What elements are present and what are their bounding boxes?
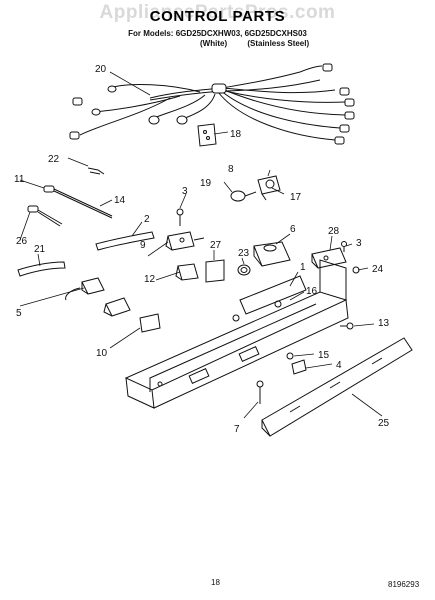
callout-27: 27 bbox=[210, 240, 222, 251]
part-temperature-control bbox=[253, 241, 291, 267]
callout-20: 20 bbox=[95, 64, 107, 75]
callout-11: 11 bbox=[14, 174, 25, 185]
page-number: 18 bbox=[211, 578, 220, 587]
callout-8: 8 bbox=[228, 164, 234, 175]
callout-4: 4 bbox=[336, 360, 342, 371]
part-screw-13 bbox=[340, 322, 354, 330]
leader-lines bbox=[19, 71, 383, 419]
callout-3-right: 3 bbox=[356, 238, 362, 249]
callout-24: 24 bbox=[372, 264, 384, 275]
callout-23: 23 bbox=[238, 248, 250, 259]
part-door-switch bbox=[65, 277, 105, 301]
model-variants: (White) (Stainless Steel) bbox=[200, 39, 309, 48]
callout-10: 10 bbox=[96, 348, 108, 359]
callout-16: 16 bbox=[306, 286, 318, 297]
callout-2: 2 bbox=[144, 214, 150, 225]
callout-18: 18 bbox=[230, 129, 242, 140]
document-number: 8196293 bbox=[388, 580, 420, 589]
callout-17: 17 bbox=[290, 192, 302, 203]
part-front-panel bbox=[261, 337, 413, 437]
part-switch-12 bbox=[175, 263, 199, 281]
variant-white: (White) bbox=[200, 39, 228, 48]
models-line: For Models: 6GD25DCXHW03, 6GD25DCXHS03 bbox=[128, 29, 307, 38]
callout-19: 19 bbox=[200, 178, 212, 189]
part-small-15-4 bbox=[286, 352, 307, 375]
page-title: CONTROL PARTS bbox=[149, 8, 286, 25]
callout-14: 14 bbox=[114, 195, 126, 206]
callout-13: 13 bbox=[378, 318, 390, 329]
part-control-switch bbox=[165, 231, 205, 251]
part-right-bracket bbox=[311, 241, 360, 274]
callout-7: 7 bbox=[234, 424, 240, 435]
part-switch-plate bbox=[197, 123, 217, 147]
callout-6: 6 bbox=[290, 224, 296, 235]
callout-labels: 20 18 22 8 19 17 11 3 14 2 6 28 3 26 9 2… bbox=[14, 64, 390, 435]
callout-26: 26 bbox=[16, 236, 28, 247]
callout-3-top: 3 bbox=[182, 186, 188, 197]
variant-stainless: (Stainless Steel) bbox=[247, 39, 310, 48]
part-gasket-strip bbox=[95, 231, 155, 251]
callout-9: 9 bbox=[140, 240, 146, 251]
part-knob bbox=[237, 264, 251, 276]
part-control-housing bbox=[124, 259, 349, 409]
callout-12: 12 bbox=[144, 274, 156, 285]
callout-21: 21 bbox=[34, 244, 46, 255]
part-screw-top bbox=[176, 208, 184, 226]
part-screw-7 bbox=[256, 380, 264, 404]
callout-5: 5 bbox=[16, 308, 22, 319]
part-bracket-10 bbox=[103, 297, 161, 333]
callout-28: 28 bbox=[328, 226, 340, 237]
part-inner-assembly bbox=[239, 275, 307, 315]
part-wire-clip bbox=[87, 167, 105, 175]
callout-25: 25 bbox=[378, 418, 390, 429]
callout-22: 22 bbox=[48, 154, 60, 165]
part-label-card bbox=[205, 259, 225, 283]
part-tube bbox=[17, 261, 66, 277]
callout-1: 1 bbox=[300, 262, 306, 273]
watermark: AppliancePartsPros.com bbox=[99, 2, 336, 23]
part-thermistor-probes bbox=[27, 185, 113, 227]
callout-15: 15 bbox=[318, 350, 330, 361]
part-wire-harness bbox=[69, 63, 355, 145]
